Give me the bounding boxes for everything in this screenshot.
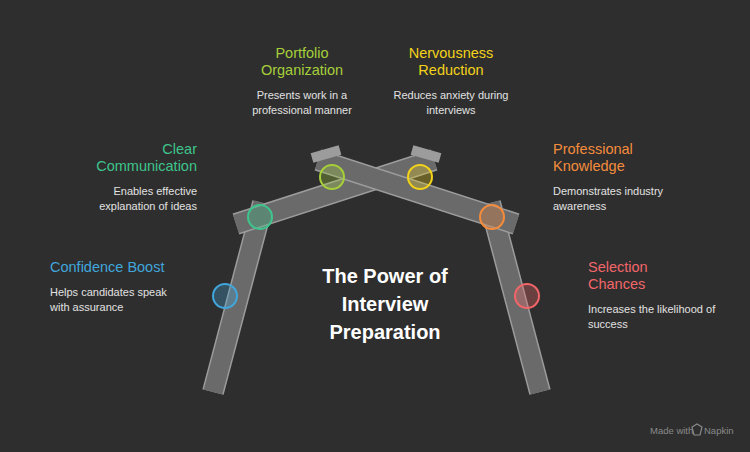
benefit-item: Clear CommunicationEnables effective exp… <box>72 141 197 213</box>
marker-circle <box>515 284 539 308</box>
benefit-description: Increases the likelihood of success <box>588 302 730 331</box>
beam <box>213 203 263 392</box>
marker-circle <box>213 284 237 308</box>
benefit-item: Professional KnowledgeDemonstrates indus… <box>553 141 681 213</box>
beam-cap <box>312 150 340 158</box>
benefit-item: Selection ChancesIncreases the likelihoo… <box>588 259 730 331</box>
beam <box>490 203 540 392</box>
benefit-description: Enables effective explanation of ideas <box>72 184 197 213</box>
benefit-item: Portfolio OrganizationPresents work in a… <box>240 45 364 117</box>
benefit-heading: Clear Communication <box>79 141 197 175</box>
watermark-text: Napkin <box>704 425 734 436</box>
beam <box>490 203 540 392</box>
diagram-title: The Power of Interview Preparation <box>305 262 465 346</box>
marker-circle <box>408 165 432 189</box>
marker-circle <box>248 205 272 229</box>
watermark-text: Made with <box>650 425 693 436</box>
marker-circle <box>480 205 504 229</box>
napkin-logo <box>692 424 702 435</box>
beam-cap <box>412 150 440 158</box>
beam <box>213 203 263 392</box>
benefit-description: Helps candidates speak with assurance <box>50 285 185 314</box>
benefit-item: Nervousness ReductionReduces anxiety dur… <box>385 45 517 117</box>
benefit-heading: Professional Knowledge <box>553 141 671 175</box>
benefit-item: Confidence BoostHelps candidates speak w… <box>50 259 185 314</box>
benefit-description: Demonstrates industry awareness <box>553 184 681 213</box>
arch-beams <box>213 150 540 392</box>
marker-circle <box>320 165 344 189</box>
benefit-description: Presents work in a professional manner <box>240 88 364 117</box>
benefit-heading: Selection Chances <box>588 259 696 293</box>
benefit-description: Reduces anxiety during interviews <box>385 88 517 117</box>
benefit-heading: Confidence Boost <box>50 259 210 276</box>
benefit-heading: Nervousness Reduction <box>385 45 517 79</box>
benefit-heading: Portfolio Organization <box>243 45 361 79</box>
